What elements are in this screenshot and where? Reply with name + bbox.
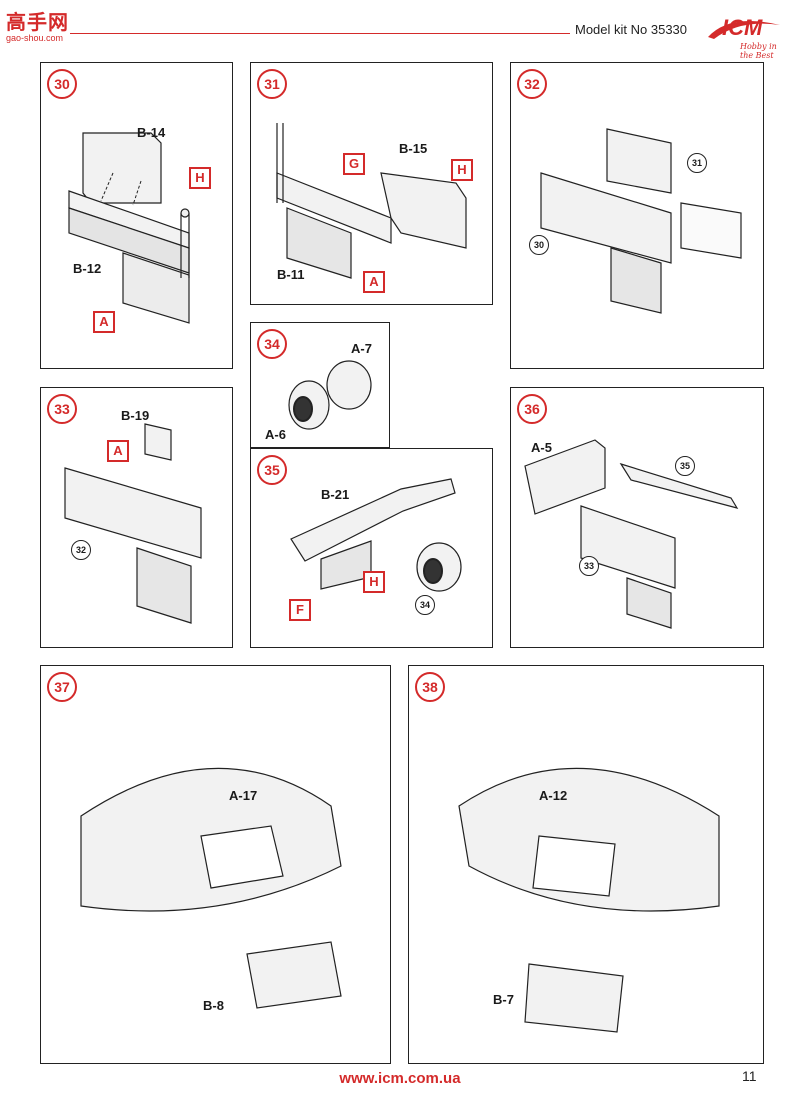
- ref-step-34: 34: [415, 595, 435, 615]
- step-32-number: 32: [517, 69, 547, 99]
- step-38-number: 38: [415, 672, 445, 702]
- brand-logo-text: ICM: [722, 15, 763, 40]
- watermark-title: 高手网: [6, 10, 69, 34]
- marker-f: F: [289, 599, 311, 621]
- part-label-a6: A-6: [265, 427, 286, 442]
- step-32-panel: 32 31 30: [510, 62, 764, 369]
- step-36-number: 36: [517, 394, 547, 424]
- watermark-url: gao-shou.com: [6, 33, 64, 43]
- watermark-logo: 高手网 gao-shou.com: [6, 6, 69, 43]
- part-label-a12: A-12: [539, 788, 568, 803]
- part-label-a17: A-17: [229, 788, 258, 803]
- part-label-b15: B-15: [399, 141, 428, 156]
- part-label-a7: A-7: [351, 341, 372, 356]
- part-label-b19: B-19: [121, 408, 150, 423]
- page-number: 11: [742, 1068, 757, 1084]
- part-label-b11: B-11: [277, 267, 305, 282]
- header-rule: [70, 33, 570, 34]
- footer-url[interactable]: www.icm.com.ua: [339, 1070, 461, 1087]
- ref-step-30: 30: [529, 235, 549, 255]
- step-37-panel: 37 A-17 B-8: [40, 665, 391, 1064]
- ref-step-35: 35: [675, 456, 695, 476]
- step-36-illustration: [524, 439, 739, 629]
- step-37-illustration: [80, 767, 342, 1009]
- marker-h: H: [363, 571, 385, 593]
- step-35-number: 35: [257, 455, 287, 485]
- step-30-illustration: [68, 132, 190, 324]
- step-38-illustration: [458, 767, 720, 1033]
- step-37-number: 37: [47, 672, 77, 702]
- ref-step-31: 31: [687, 153, 707, 173]
- step-30-panel: 30 B-14 B-12 H A: [40, 62, 233, 369]
- brand-swoosh-icon: [708, 21, 780, 39]
- step-31-panel: 31 B-15 B-11 G H A: [250, 62, 493, 305]
- ref-step-32: 32: [71, 540, 91, 560]
- marker-a: A: [93, 311, 115, 333]
- step-31-illustration: [276, 123, 467, 279]
- part-label-b21: B-21: [321, 487, 350, 502]
- step-33-panel: 33 B-19 A 32: [40, 387, 233, 648]
- step-34-number: 34: [257, 329, 287, 359]
- marker-h: H: [189, 167, 211, 189]
- step-35-illustration: [290, 478, 462, 592]
- part-label-b14: B-14: [137, 125, 166, 140]
- brand-logo: ICM Hobby in the Best: [700, 15, 790, 60]
- marker-a: A: [107, 440, 129, 462]
- marker-g: G: [343, 153, 365, 175]
- step-34-illustration: [288, 360, 372, 430]
- step-34-panel: 34 A-7 A-6: [250, 322, 390, 448]
- marker-a: A: [363, 271, 385, 293]
- part-label-a5: A-5: [531, 440, 552, 455]
- step-32-illustration: [540, 128, 742, 314]
- step-33-number: 33: [47, 394, 77, 424]
- model-kit-number: Model kit No 35330: [575, 22, 688, 37]
- brand-tagline: Hobby in the Best: [740, 42, 777, 60]
- part-label-b8: B-8: [203, 998, 224, 1013]
- step-30-number: 30: [47, 69, 77, 99]
- marker-h: H: [451, 159, 473, 181]
- step-31-number: 31: [257, 69, 287, 99]
- step-35-panel: 35 B-21 H F 34: [250, 448, 493, 648]
- ref-step-33: 33: [579, 556, 599, 576]
- part-label-b12: B-12: [73, 261, 102, 276]
- step-33-illustration: [64, 423, 202, 624]
- step-36-panel: 36 A-5 35 33: [510, 387, 764, 648]
- step-38-panel: 38 A-12 B-7: [408, 665, 764, 1064]
- part-label-b7: B-7: [493, 992, 514, 1007]
